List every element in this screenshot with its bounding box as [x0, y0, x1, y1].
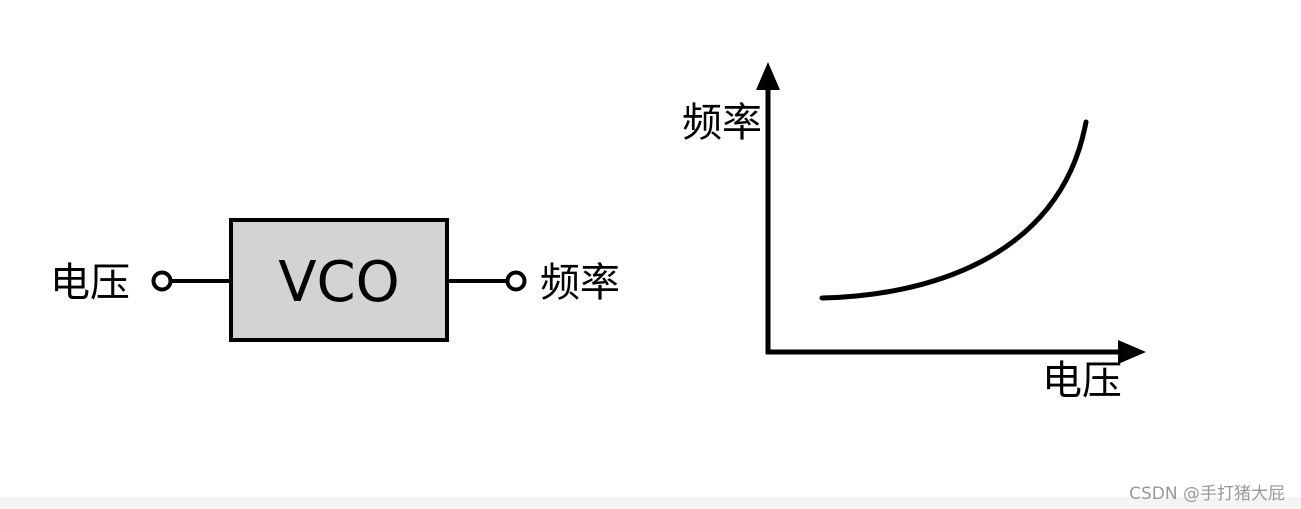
input-voltage-label: 电压 — [50, 260, 130, 306]
frequency-voltage-plot: 频率 电压 — [682, 62, 1146, 404]
bottom-strip — [0, 497, 1301, 509]
vco-box-label: VCO — [278, 250, 400, 315]
watermark-text: CSDN @手打猪大屁 — [1129, 484, 1285, 504]
response-curve — [819, 119, 1089, 301]
vco-block-diagram: 电压 VCO 频率 — [50, 218, 620, 342]
y-axis-arrowhead-icon — [756, 62, 780, 90]
input-terminal-icon — [151, 270, 173, 292]
x-axis-arrowhead-icon — [1118, 340, 1146, 364]
y-axis-label: 频率 — [682, 100, 762, 146]
x-axis-label: 电压 — [1042, 358, 1122, 404]
output-frequency-label: 频率 — [540, 260, 620, 306]
output-terminal-icon — [505, 270, 527, 292]
diagram-svg: 电压 VCO 频率 频率 电压 — [50, 62, 1146, 404]
